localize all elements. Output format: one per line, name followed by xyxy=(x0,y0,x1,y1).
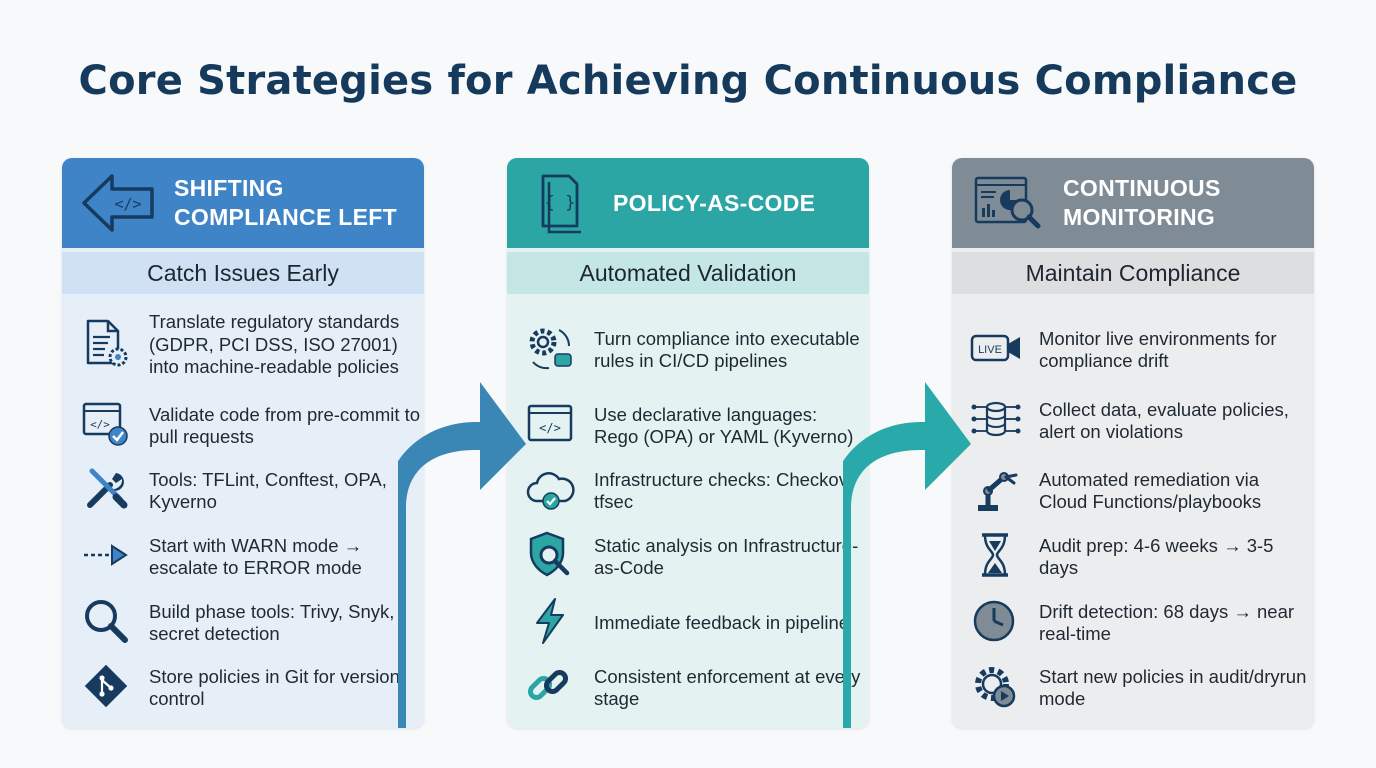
list-item: Collect data, evaluate policies, alert o… xyxy=(952,391,1314,451)
code-window-icon: </> xyxy=(527,404,573,442)
item-text: Static analysis on Infrastructure-as-Cod… xyxy=(594,534,859,579)
item-text: Start new policies in audit/dryrun mode xyxy=(1039,665,1307,710)
list-item: LIVE Monitor live environments for compl… xyxy=(952,320,1314,380)
item-text: Immediate feedback in pipeline xyxy=(594,611,850,633)
list-item: Store policies in Git for version contro… xyxy=(62,658,424,718)
page-title: Core Strategies for Achieving Continuous… xyxy=(78,58,1298,104)
column-continuous-monitoring: CONTINUOUS MONITORING Maintain Complianc… xyxy=(952,158,1314,728)
list-item: Consistent enforcement at every stage xyxy=(507,658,869,718)
list-item: Turn compliance into executable rules in… xyxy=(507,320,869,380)
gear-play-icon xyxy=(975,667,1016,708)
shield-magnifier-icon xyxy=(529,531,570,577)
item-text: Collect data, evaluate policies, alert o… xyxy=(1039,398,1289,443)
flow-arrow-1 xyxy=(398,382,526,728)
list-item: Build phase tools: Trivy, Snyk, secret d… xyxy=(62,593,424,653)
code-document-icon: { } xyxy=(541,174,581,234)
live-label: LIVE xyxy=(978,344,1002,356)
list-item: </> Use declarative languages: Rego (OPA… xyxy=(507,396,869,456)
magnifier-icon xyxy=(85,600,128,643)
clock-icon xyxy=(973,600,1015,642)
header-title-line1: CONTINUOUS xyxy=(1063,175,1221,201)
lightning-icon xyxy=(536,598,564,644)
live-camera-icon: LIVE xyxy=(970,334,1020,362)
item-text: Consistent enforcement at every stage xyxy=(594,665,861,710)
column-subtitle: Automated Validation xyxy=(507,252,869,294)
list-item: Immediate feedback in pipeline xyxy=(507,593,869,653)
svg-text:</>: </> xyxy=(114,195,141,213)
item-text: Audit prep: 4-6 weeks → 3-5 days xyxy=(1039,534,1274,579)
item-text: Use declarative languages: Rego (OPA) or… xyxy=(594,403,854,448)
svg-text:</>: </> xyxy=(539,421,561,435)
dashboard-magnifier-icon xyxy=(974,176,1041,229)
item-text: Monitor live environments for compliance… xyxy=(1039,327,1277,372)
item-text: Store policies in Git for version contro… xyxy=(149,665,400,710)
item-text: Translate regulatory standards (GDPR, PC… xyxy=(149,311,400,378)
list-item: Audit prep: 4-6 weeks → 3-5 days xyxy=(952,527,1314,587)
item-text: Tools: TFLint, Conftest, OPA, Kyverno xyxy=(149,468,387,513)
hourglass-icon xyxy=(982,533,1008,577)
left-arrow-code-icon: </> xyxy=(82,174,154,232)
git-icon xyxy=(84,664,128,708)
item-text: Infrastructure checks: Checkov, tfsec xyxy=(594,468,852,513)
column-header: { } POLICY-AS-CODE xyxy=(507,158,869,248)
database-network-icon xyxy=(971,401,1021,437)
column-header: </> SHIFTING COMPLIANCE LEFT xyxy=(62,158,424,248)
robot-arm-icon xyxy=(978,472,1018,511)
svg-text:{ }: { } xyxy=(545,193,576,213)
header-title-line1: POLICY-AS-CODE xyxy=(613,189,816,216)
item-text: Drift detection: 68 days → near real-tim… xyxy=(1039,600,1295,645)
list-item: Automated remediation via Cloud Function… xyxy=(952,461,1314,521)
list-item: Drift detection: 68 days → near real-tim… xyxy=(952,593,1314,653)
list-item: Tools: TFLint, Conftest, OPA, Kyverno xyxy=(62,461,424,521)
header-title-line2: MONITORING xyxy=(1063,204,1216,230)
item-text: Turn compliance into executable rules in… xyxy=(594,327,860,372)
document-gear-icon xyxy=(86,319,128,367)
column-header: CONTINUOUS MONITORING xyxy=(952,158,1314,248)
column-shifting-compliance-left: </> SHIFTING COMPLIANCE LEFT Catch Issue… xyxy=(62,158,424,728)
svg-text:</>: </> xyxy=(90,418,110,431)
list-item: Start new policies in audit/dryrun mode xyxy=(952,658,1314,718)
column-subtitle: Maintain Compliance xyxy=(952,252,1314,294)
wrench-screwdriver-icon xyxy=(87,468,128,509)
cloud-check-icon xyxy=(526,472,575,510)
list-item: Static analysis on Infrastructure-as-Cod… xyxy=(507,527,869,587)
flow-arrow-2 xyxy=(843,382,971,728)
item-text: Validate code from pre-commit to pull re… xyxy=(149,403,421,448)
header-title-line2: COMPLIANCE LEFT xyxy=(174,204,397,230)
column-subtitle: Catch Issues Early xyxy=(62,252,424,294)
gear-cycle-icon xyxy=(529,328,572,370)
chain-link-icon xyxy=(527,669,569,701)
list-item: Infrastructure checks: Checkov, tfsec xyxy=(507,461,869,521)
item-text: Start with WARN mode → escalate to ERROR… xyxy=(149,534,363,579)
list-item: Translate regulatory standards (GDPR, PC… xyxy=(62,311,424,378)
list-item: </> Validate code from pre-commit to pul… xyxy=(62,396,424,456)
code-window-check-icon: </> xyxy=(82,402,128,446)
dashed-arrow-icon xyxy=(84,544,128,566)
list-item: Start with WARN mode → escalate to ERROR… xyxy=(62,527,424,587)
column-policy-as-code: { } POLICY-AS-CODE Automated Validation … xyxy=(507,158,869,728)
header-title-line1: SHIFTING xyxy=(174,175,284,201)
item-text: Build phase tools: Trivy, Snyk, secret d… xyxy=(149,600,395,645)
item-text: Automated remediation via Cloud Function… xyxy=(1039,468,1262,513)
